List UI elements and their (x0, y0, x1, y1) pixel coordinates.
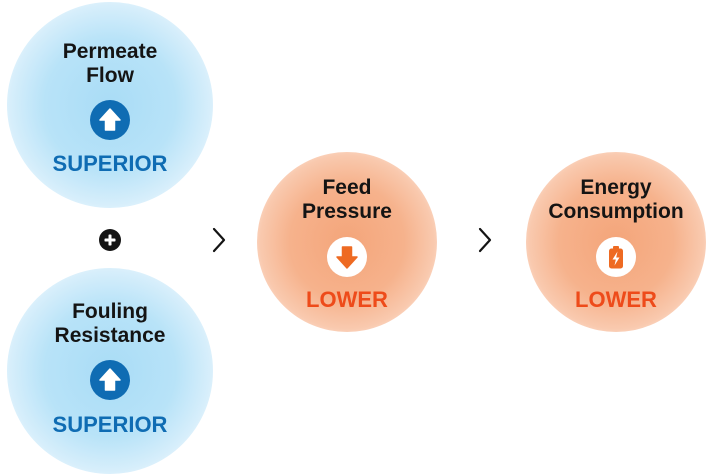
energy-consumption-title-line2: Consumption (548, 200, 684, 223)
feed-pressure-title: Feed Pressure (257, 176, 437, 224)
feed-pressure-title-line2: Pressure (302, 200, 392, 223)
chevron-right-icon (212, 227, 226, 253)
arrow-down-icon (327, 237, 367, 277)
feed-pressure-title-line1: Feed (322, 176, 372, 199)
permeate-flow-title-line2: Flow (86, 64, 134, 87)
permeate-flow-node: Permeate Flow SUPERIOR (7, 2, 213, 208)
chevron-right-icon (478, 227, 492, 253)
fouling-resistance-title-line2: Resistance (54, 324, 166, 347)
permeate-flow-title: Permeate Flow (7, 40, 213, 88)
arrow-up-icon (90, 100, 130, 140)
permeate-flow-status: SUPERIOR (52, 151, 168, 176)
battery-charging-icon (596, 237, 636, 277)
fouling-resistance-title-line1: Fouling (72, 300, 148, 323)
energy-consumption-status: LOWER (575, 287, 657, 312)
fouling-resistance-status: SUPERIOR (52, 412, 168, 437)
plus-icon (99, 229, 121, 251)
feed-pressure-node: Feed Pressure LOWER (257, 152, 437, 332)
energy-consumption-title: Energy Consumption (526, 176, 706, 224)
feed-pressure-status: LOWER (306, 287, 388, 312)
energy-consumption-title-line1: Energy (580, 176, 652, 199)
permeate-flow-title-line1: Permeate (62, 40, 158, 63)
fouling-resistance-title: Fouling Resistance (7, 300, 213, 348)
fouling-resistance-node: Fouling Resistance SUPERIOR (7, 268, 213, 474)
arrow-up-icon (90, 360, 130, 400)
energy-consumption-node: Energy Consumption LOWER (526, 152, 706, 332)
